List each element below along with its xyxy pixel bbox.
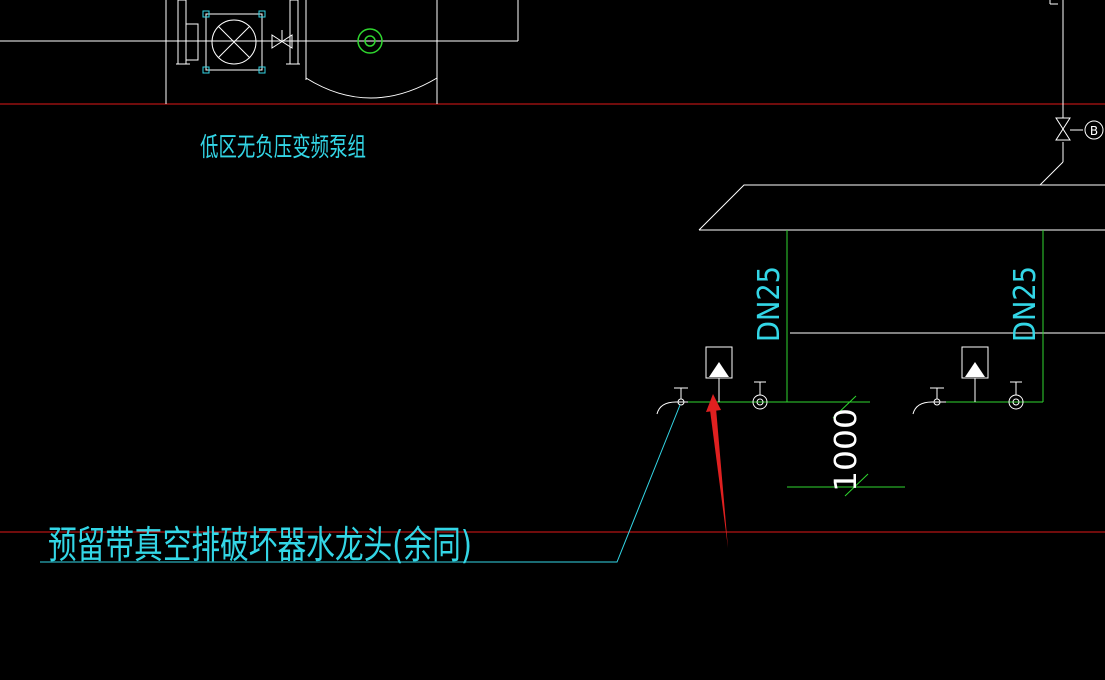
faucet-leader-line (40, 404, 681, 563)
arrow-icon (706, 394, 728, 548)
gauge-icon (357, 28, 383, 54)
backflow-preventer-icon (961, 346, 989, 402)
pump-group-label: 低区无负压变频泵组 (200, 133, 366, 163)
faucet-icon (912, 387, 946, 415)
pipe-size-label-right: DN25 (1008, 266, 1043, 342)
gauge-icon (752, 381, 1024, 410)
valve-icon (1055, 117, 1083, 141)
riser-drawing (1039, 0, 1064, 186)
faucet-note-label: 预留带真空排破坏器水龙头(余同) (48, 523, 472, 567)
marker-b: B (1084, 120, 1104, 140)
pump-icon (202, 10, 266, 74)
pump-group-drawing (0, 0, 519, 104)
sink-outline (698, 184, 1105, 334)
dimension-label: 1000 (829, 408, 864, 492)
faucet-icon (656, 387, 688, 415)
green-pipework (688, 230, 1044, 497)
pipe-size-label-left: DN25 (752, 266, 787, 342)
marker-b-label: B (1090, 124, 1098, 138)
valve-icon (271, 30, 293, 49)
backflow-preventer-icon (705, 346, 733, 402)
